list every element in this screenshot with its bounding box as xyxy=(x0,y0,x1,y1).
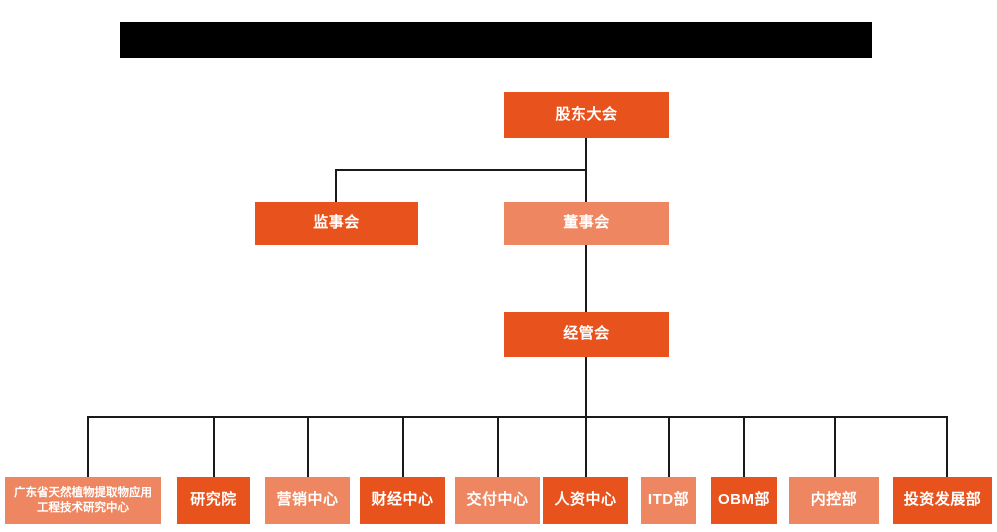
connector-drop-itd xyxy=(668,416,670,477)
node-investment[interactable]: 投资发展部 xyxy=(893,477,992,524)
node-hr[interactable]: 人资中心 xyxy=(543,477,628,524)
node-management[interactable]: 经管会 xyxy=(504,312,669,357)
node-supervisory[interactable]: 监事会 xyxy=(255,202,418,245)
connector-drop-finance xyxy=(402,416,404,477)
connector-board-to-management xyxy=(585,244,587,312)
connector-drop-obm xyxy=(743,416,745,477)
connector-supervisory-down xyxy=(335,169,337,202)
title-bar xyxy=(120,22,872,58)
node-internal-control[interactable]: 内控部 xyxy=(789,477,879,524)
connector-drop-hr xyxy=(585,416,587,477)
connector-management-down xyxy=(585,356,587,417)
node-board[interactable]: 董事会 xyxy=(504,202,669,245)
node-itd[interactable]: ITD部 xyxy=(641,477,696,524)
connector-board-down xyxy=(585,169,587,202)
connector-drop-investment xyxy=(946,416,948,477)
connector-drop-marketing xyxy=(307,416,309,477)
node-obm[interactable]: OBM部 xyxy=(711,477,777,524)
connector-drop-internal-control xyxy=(834,416,836,477)
connector-level2-bus xyxy=(335,169,587,171)
connector-departments-bus xyxy=(87,416,947,418)
connector-drop-delivery xyxy=(497,416,499,477)
node-institute[interactable]: 研究院 xyxy=(177,477,250,524)
connector-drop-institute xyxy=(213,416,215,477)
connector-drop-research-center xyxy=(87,416,89,477)
connector-shareholders-down xyxy=(585,138,587,170)
node-research-center[interactable]: 广东省天然植物提取物应用工程技术研究中心 xyxy=(5,477,161,524)
node-delivery[interactable]: 交付中心 xyxy=(455,477,540,524)
node-finance[interactable]: 财经中心 xyxy=(360,477,445,524)
node-marketing[interactable]: 营销中心 xyxy=(265,477,350,524)
node-shareholders[interactable]: 股东大会 xyxy=(504,92,669,138)
